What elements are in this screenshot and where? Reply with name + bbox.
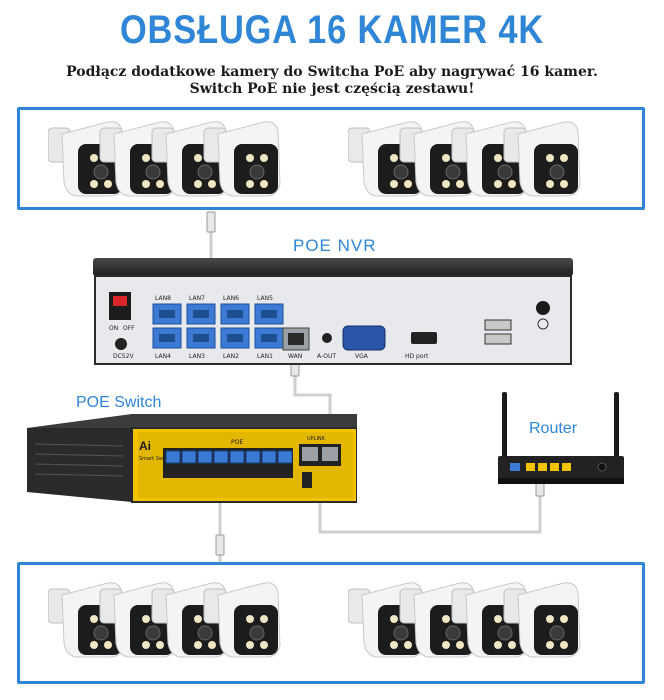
connector-icon xyxy=(206,211,216,233)
lan5-label: LAN5 xyxy=(257,295,273,302)
connector-icon xyxy=(215,534,225,556)
power-off-label: OFF xyxy=(123,325,135,332)
hdmi-label: HD port xyxy=(405,353,429,360)
camera-group-bottom-right xyxy=(348,577,620,667)
camera-icon xyxy=(48,121,125,197)
aout-label: A-OUT xyxy=(317,353,336,360)
usb-port-icon xyxy=(484,319,512,331)
switch-brand: Ai xyxy=(139,439,151,453)
usb-port-icon xyxy=(484,333,512,345)
lan2-label: LAN2 xyxy=(223,353,239,360)
switch-label: POE Switch xyxy=(76,394,162,411)
switch-poe-ports xyxy=(165,450,293,464)
switch-uplink-label: UPLINK xyxy=(307,436,326,442)
subtitle-line-1: Podłącz dodatkowe kamery do Switcha PoE … xyxy=(66,64,598,80)
audio-out-icon xyxy=(322,333,332,343)
router-label: Router xyxy=(529,420,578,437)
camera-icon xyxy=(203,121,281,197)
lan6-label: LAN6 xyxy=(223,295,239,302)
bottom-camera-box xyxy=(17,562,645,684)
router-antenna-icon xyxy=(502,392,507,460)
ground-icon xyxy=(537,318,549,330)
top-camera-box xyxy=(17,107,645,210)
subtitle-line-2: Switch PoE nie jest częścią zestawu! xyxy=(189,81,475,97)
camera-icon xyxy=(399,582,477,658)
nvr-label: POE NVR xyxy=(293,236,377,255)
lan8-label: LAN8 xyxy=(155,295,171,302)
switch-button-icon xyxy=(302,472,312,488)
camera-group-bottom-left xyxy=(48,577,320,667)
switch-poe-label: POE xyxy=(231,439,243,446)
camera-icon xyxy=(503,582,581,658)
lan1-label: LAN1 xyxy=(257,353,273,360)
vga-port-icon xyxy=(342,325,386,351)
power-on-label: ON xyxy=(109,325,118,332)
lan3-label: LAN3 xyxy=(189,353,205,360)
camera-group-top-left xyxy=(48,116,320,206)
page-title: OBSŁUGA 16 KAMER 4K xyxy=(119,8,545,52)
wan-label: WAN xyxy=(288,353,302,360)
camera-group-top-right xyxy=(348,116,620,206)
dc-power-icon xyxy=(115,338,127,350)
hdmi-port-icon xyxy=(411,332,437,344)
vga-label: VGA xyxy=(355,353,369,360)
switch-model: Smart Switch xyxy=(139,456,172,462)
nvr-device: ON OFF DC52V LAN8 LAN7 LAN6 LAN5 LAN4 LA… xyxy=(93,258,573,365)
poe-switch-device: Ai Smart Switch POE UPLINK xyxy=(27,414,357,503)
subtitle: Podłącz dodatkowe kamery do Switcha PoE … xyxy=(0,64,664,98)
uplink-port-icon xyxy=(302,447,318,461)
lan7-label: LAN7 xyxy=(189,295,205,302)
router-antenna-icon xyxy=(614,392,619,460)
lan4-label: LAN4 xyxy=(155,353,171,360)
camera-icon xyxy=(203,582,281,658)
camera-icon xyxy=(503,121,581,197)
router-device xyxy=(498,392,624,484)
dc-label: DC52V xyxy=(113,353,134,360)
ground-screw-icon xyxy=(536,301,550,315)
uplink-port-icon xyxy=(322,447,338,461)
